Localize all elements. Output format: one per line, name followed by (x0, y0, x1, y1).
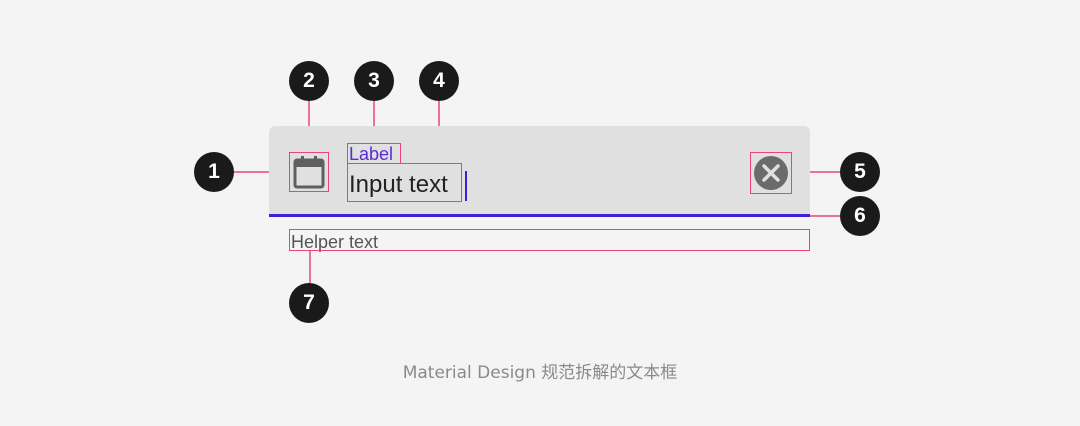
badge-5: 5 (840, 152, 880, 192)
highlight-trailing-icon (750, 152, 792, 194)
calendar-icon[interactable] (289, 152, 329, 192)
helper-text: Helper text (291, 232, 379, 252)
highlight-leading-icon (289, 152, 329, 192)
highlight-input-text (347, 163, 462, 202)
figure-caption: Material Design 规范拆解的文本框 (402, 363, 678, 383)
field-label: Label (349, 144, 394, 164)
highlight-label (347, 143, 401, 164)
clear-icon[interactable] (750, 152, 792, 194)
badge-1: 1 (194, 152, 234, 192)
input-value[interactable]: Input text (349, 171, 448, 198)
badge-2: 2 (289, 61, 329, 101)
highlight-helper-text (289, 229, 810, 251)
badge-7: 7 (289, 283, 329, 323)
badge-4: 4 (419, 61, 459, 101)
active-indicator (269, 214, 810, 217)
text-cursor (465, 171, 467, 201)
badge-6: 6 (840, 196, 880, 236)
badge-3: 3 (354, 61, 394, 101)
